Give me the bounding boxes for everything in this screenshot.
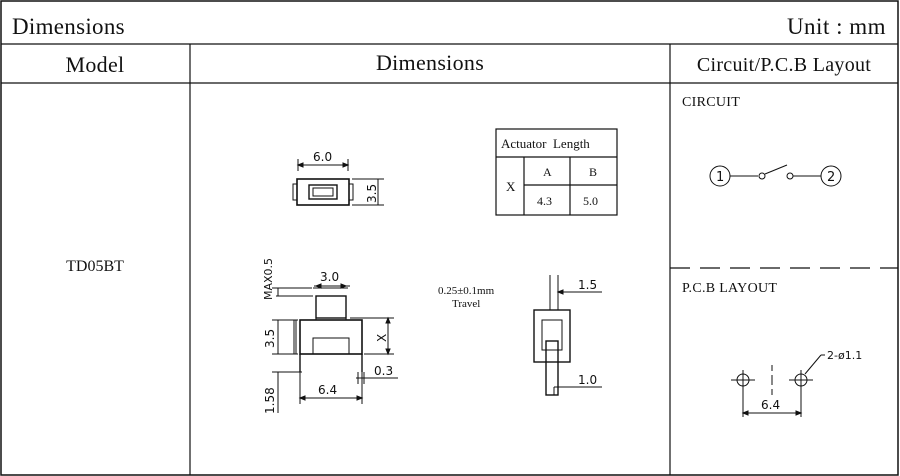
- end-bottom-label: 1.0: [578, 373, 597, 387]
- top-view-drawing: 6.0 3.5: [292, 150, 384, 206]
- actuator-header-a: A: [543, 165, 552, 179]
- model-column-header: Model: [65, 52, 125, 77]
- layout-column-header: Circuit/P.C.B Layout: [696, 54, 872, 76]
- side-pitch-label: 6.4: [318, 383, 337, 397]
- circuit-diagram: 1 2: [709, 164, 842, 187]
- pcb-hole-label: 2-ø1.1: [827, 349, 862, 362]
- side-max-label: MAX0.5: [262, 258, 275, 300]
- unit-label: Unit : mm: [786, 14, 886, 39]
- top-height-label: 3.5: [365, 184, 379, 203]
- pin2-marker: [820, 165, 842, 187]
- end-view-drawing: 0.25±0.1mm Travel 1.5 1.0: [438, 275, 602, 396]
- travel-value: 0.25±0.1mm: [438, 285, 495, 297]
- actuator-row-label: X: [506, 179, 516, 194]
- side-x-label: X: [375, 334, 389, 342]
- end-top-label: 1.5: [578, 278, 597, 292]
- model-name: TD05BT: [66, 258, 124, 275]
- actuator-value-a: 4.3: [537, 194, 552, 208]
- pin1-label: 1: [716, 170, 724, 185]
- pcb-pitch-label: 6.4: [761, 398, 780, 412]
- switch-contact-1: [758, 172, 766, 180]
- pcb-layout-label: P.C.B LAYOUT: [682, 281, 778, 296]
- circuit-label: CIRCUIT: [682, 95, 741, 110]
- pin2-label: 2: [827, 170, 835, 185]
- actuator-value-b: 5.0: [583, 194, 598, 208]
- side-top-label: 3.0: [320, 270, 339, 284]
- top-width-label: 6.0: [313, 150, 332, 164]
- travel-label: Travel: [452, 298, 480, 310]
- side-leg-label: 1.58: [263, 387, 277, 414]
- side-view-drawing: MAX0.5 3.0 X 3.5 0.3 6.4 1.58: [262, 258, 398, 414]
- side-offset-label: 0.3: [374, 364, 393, 378]
- actuator-header-b: B: [589, 165, 597, 179]
- actuator-length-table: Actuator Length X A B 4.3 5.0: [495, 128, 618, 216]
- actuator-table-title: Actuator Length: [501, 136, 590, 151]
- pcb-layout-diagram: 2-ø1.1 6.4: [731, 349, 862, 417]
- page-title: Dimensions: [12, 14, 125, 39]
- switch-contact-2: [786, 172, 794, 180]
- side-height-label: 3.5: [263, 329, 277, 348]
- dimensions-column-header: Dimensions: [375, 50, 485, 75]
